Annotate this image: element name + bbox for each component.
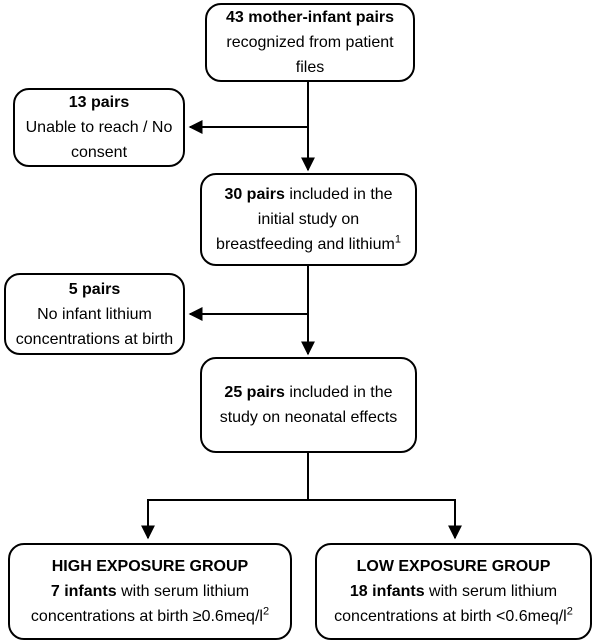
text-segment: 13 pairs [68, 94, 130, 111]
node-43-mother-infant-pairs: 43 mother-infant pairs recognized from pa… [205, 3, 415, 82]
text-segment: files [295, 59, 325, 76]
text-segment: 7 infants [50, 583, 117, 600]
text-segment: 5 pairs [68, 280, 121, 298]
text-segment: 25 pairs [224, 384, 285, 401]
text-segment: included in the [284, 186, 393, 203]
text-segment: consent [70, 144, 128, 161]
node-5-pairs-excluded: 5 pairs No infant lithium concentrations a… [4, 273, 185, 355]
node-text: 25 pairs included in the study on neonata… [220, 380, 398, 430]
footnote-ref-2: 2 [566, 605, 573, 618]
node-text: HIGH EXPOSURE GROUP 7 infants with serum … [31, 554, 269, 629]
node-30-pairs-initial-study: 30 pairs included in the initial study on… [200, 173, 417, 266]
text-segment: recognized from patient [226, 34, 394, 51]
text-segment: HIGH EXPOSURE GROUP [51, 558, 249, 575]
node-text: LOW EXPOSURE GROUP 18 infants with serum … [334, 554, 573, 629]
text-segment: initial study on [257, 211, 360, 228]
text-segment: LOW EXPOSURE GROUP [356, 558, 551, 575]
text-segment: 30 pairs [224, 186, 285, 203]
text-segment: 18 infants [349, 583, 425, 600]
text-segment: study on neonatal effects [219, 409, 398, 426]
text-segment: 43 mother-infant pairs [225, 9, 395, 26]
node-low-exposure-group: LOW EXPOSURE GROUP 18 infants with serum … [315, 543, 592, 640]
text-segment: included in the [284, 384, 393, 401]
footnote-ref-1: 1 [394, 233, 401, 246]
node-text: 5 pairs No infant lithium concentrations a… [16, 277, 173, 352]
text-segment: concentrations at birth ≥0.6meq/l [30, 608, 263, 625]
text-segment: No infant lithium [37, 305, 152, 323]
text-segment: concentrations at birth [15, 330, 174, 348]
node-text: 43 mother-infant pairs recognized from pa… [226, 5, 394, 80]
text-segment: breastfeeding and lithium [216, 236, 395, 253]
text-segment: with serum lithium [424, 583, 558, 600]
text-segment: with serum lithium [116, 583, 250, 600]
text-segment: Unable to reach / No [25, 119, 173, 136]
node-high-exposure-group: HIGH EXPOSURE GROUP 7 infants with serum … [8, 543, 292, 640]
text-segment: concentrations at birth <0.6meq/l [334, 608, 567, 625]
node-25-pairs-neonatal-study: 25 pairs included in the study on neonata… [200, 357, 417, 453]
footnote-ref-2: 2 [262, 605, 270, 618]
node-text: 30 pairs included in the initial study on… [216, 182, 401, 257]
